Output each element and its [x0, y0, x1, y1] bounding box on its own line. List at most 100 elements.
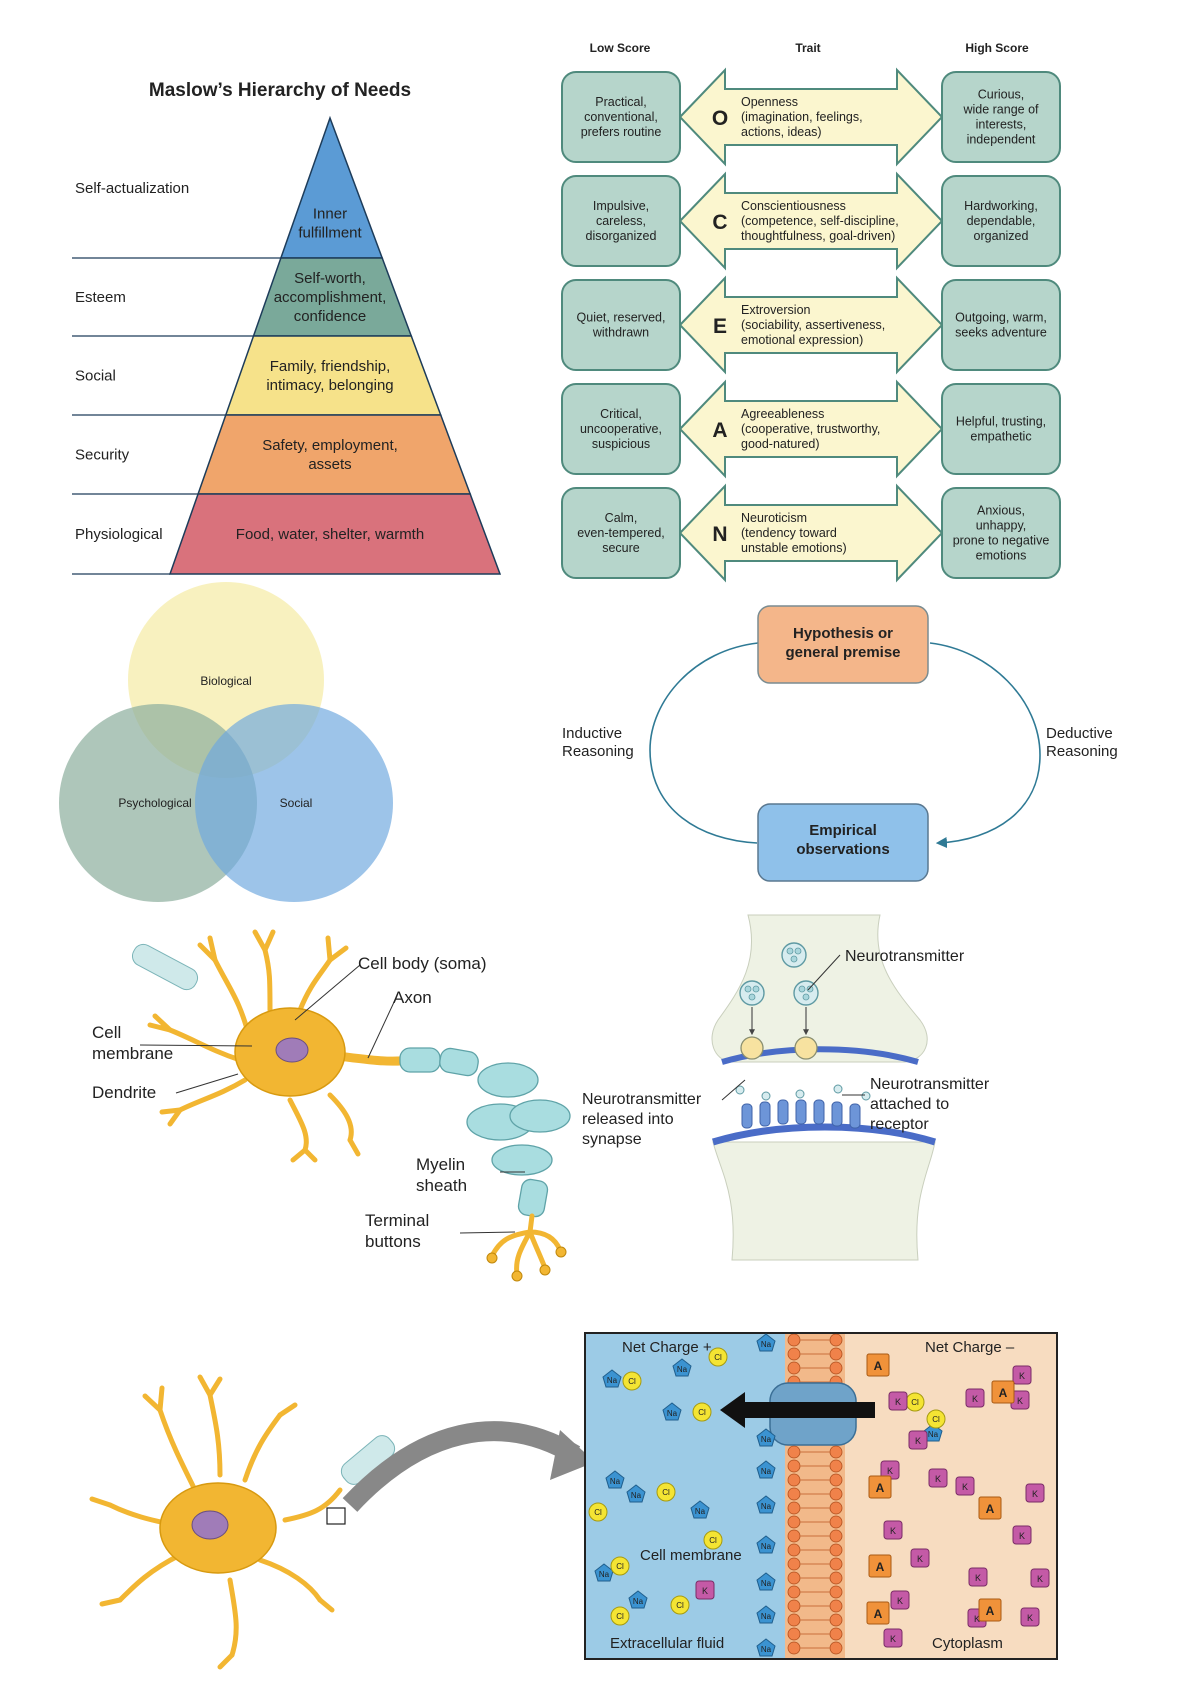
low-score-box-text: Quiet, reserved, — [577, 311, 666, 325]
observations-box — [757, 803, 929, 882]
potassium-ion-label: K — [887, 1466, 893, 1476]
lipid-head — [787, 1445, 801, 1459]
header-trait: Trait — [795, 41, 820, 55]
trait-letter: O — [712, 107, 728, 130]
lipid-head — [787, 1543, 801, 1557]
lipid-head — [829, 1557, 843, 1571]
low-score-box-text: prefers routine — [581, 125, 662, 139]
high-score-box — [941, 71, 1061, 163]
trait-letter: A — [712, 419, 727, 442]
terminal-knobs — [486, 1246, 567, 1282]
potassium-ion — [890, 1590, 910, 1610]
low-score-box-text: uncooperative, — [580, 422, 662, 436]
header-high: High Score — [965, 41, 1029, 55]
potassium-ion-label: K — [1037, 1574, 1043, 1584]
chloride-ion-label: Cl — [662, 1488, 670, 1497]
potassium-ion-label: K — [890, 1526, 896, 1536]
maslow-title: Maslow’s Hierarchy of Needs — [149, 80, 411, 101]
lipid-head — [829, 1501, 843, 1515]
lipid-head — [829, 1585, 843, 1599]
trait-row-C: Impulsive,careless,disorganizedHardworki… — [561, 171, 1061, 271]
maslow-pyramid: Maslow’s Hierarchy of Needs Self-actuali… — [72, 80, 502, 575]
potassium-ion-label: K — [897, 1596, 903, 1606]
lipid-head — [829, 1333, 843, 1347]
zoom-arrow — [342, 1421, 581, 1512]
lipid-head — [787, 1599, 801, 1613]
lipid-head — [829, 1613, 843, 1627]
label-extracellular: Extracellular fluid — [610, 1635, 724, 1652]
maslow-text-3: Safety, employment, — [262, 437, 398, 454]
sodium-ion — [662, 1402, 682, 1421]
chloride-ion-label: Cl — [676, 1601, 684, 1610]
trait-description: emotional expression) — [741, 333, 863, 347]
sodium-ion-label: Na — [667, 1409, 678, 1418]
label-terminal-2: buttons — [365, 1232, 421, 1251]
low-score-box-text: Critical, — [600, 407, 642, 421]
maslow-text-0: Inner — [313, 206, 347, 223]
high-score-box-text: unhappy, — [976, 519, 1027, 533]
trait-name: Extroversion — [741, 303, 811, 317]
sodium-ion — [626, 1484, 646, 1503]
low-score-box-text: disorganized — [586, 229, 657, 243]
chloride-ion-label: Cl — [616, 1562, 624, 1571]
label-attached-2: attached to — [870, 1096, 949, 1113]
potassium-ion — [888, 1391, 908, 1411]
inductive-arrow — [649, 636, 768, 844]
anion-label: A — [986, 1502, 995, 1516]
maslow-level-2 — [224, 335, 442, 416]
trait-description: (imagination, feelings, — [741, 110, 863, 124]
chloride-ion — [588, 1502, 608, 1522]
potassium-ion — [883, 1628, 903, 1648]
lipid-head — [787, 1585, 801, 1599]
high-score-box — [941, 383, 1061, 475]
sodium-ion — [605, 1470, 625, 1489]
maslow-text-2: Family, friendship, — [270, 358, 391, 375]
label-cell-membrane-2: membrane — [92, 1044, 173, 1063]
anion-label: A — [876, 1481, 885, 1495]
venn-label-social: Social — [280, 796, 313, 810]
anion — [978, 1496, 1002, 1520]
sodium-ion-label: Na — [677, 1365, 688, 1374]
sodium-ion-label: Na — [599, 1570, 610, 1579]
lipid-head — [787, 1347, 801, 1361]
trait-description: (cooperative, trustworthy, — [741, 422, 880, 436]
deductive-label-1: Deductive — [1046, 725, 1113, 742]
sodium-ion — [756, 1460, 776, 1479]
maslow-text-1: confidence — [294, 308, 367, 325]
observations-line-1: Empirical — [809, 822, 877, 839]
label-attached-3: receptor — [870, 1116, 929, 1133]
chloride-ion — [708, 1347, 728, 1367]
potassium-ion — [968, 1567, 988, 1587]
lipid-head — [787, 1571, 801, 1585]
lipid-head — [829, 1347, 843, 1361]
lipid-head — [829, 1543, 843, 1557]
low-score-box — [561, 383, 681, 475]
sodium-ion — [672, 1358, 692, 1377]
sodium-ion-label: Na — [761, 1542, 772, 1551]
lipid-head — [787, 1557, 801, 1571]
venn-diagram: Biological Psychological Social — [59, 582, 393, 902]
deductive-arrow — [929, 642, 1041, 849]
label-released-1: Neurotransmitter — [582, 1091, 702, 1108]
lipid-head — [787, 1627, 801, 1641]
label-axon: Axon — [393, 988, 432, 1007]
trait-description: unstable emotions) — [741, 541, 847, 555]
efflux-arrow — [720, 1392, 875, 1428]
lipid-head — [787, 1501, 801, 1515]
anion — [868, 1554, 892, 1578]
trait-name: Neuroticism — [741, 511, 807, 525]
sodium-ion-label: Na — [761, 1645, 772, 1654]
maslow-level-3 — [197, 414, 472, 495]
sodium-ion-label: Na — [631, 1491, 642, 1500]
high-score-box-text: organized — [974, 229, 1029, 243]
lipid-head — [829, 1459, 843, 1473]
lipid-head — [829, 1473, 843, 1487]
potassium-ion — [928, 1468, 948, 1488]
lipid-head — [787, 1487, 801, 1501]
label-dendrite: Dendrite — [92, 1083, 156, 1102]
high-score-box-text: Anxious, — [977, 504, 1025, 518]
deductive-label-2: Reasoning — [1046, 743, 1118, 760]
lipid-head — [829, 1599, 843, 1613]
lipid-head — [787, 1333, 801, 1347]
